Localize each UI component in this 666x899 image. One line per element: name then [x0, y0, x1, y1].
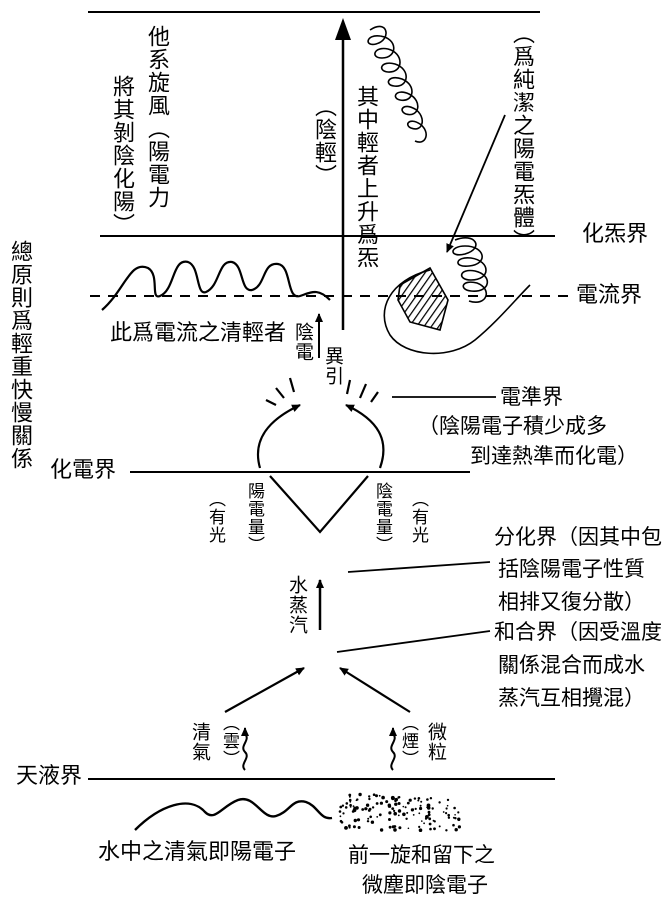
dianliu-jie-label: 電流界	[576, 283, 643, 308]
hehe-line1: 和合界（因受溫度	[494, 620, 662, 644]
hatched-mass	[397, 266, 449, 331]
bottom-wave	[134, 797, 333, 831]
bottom-right-line1: 前一旋和留下之	[348, 843, 495, 867]
hehe-line3: 蒸汽互相攪混）	[498, 686, 645, 710]
top-right-paren-note: （爲純潔之陽電炁體）	[509, 22, 534, 252]
yi-yin-label: 異引	[322, 346, 344, 386]
left-arc-arrow	[256, 404, 301, 469]
left-v-text: 陽電量）	[244, 482, 264, 554]
right-arc-arrow	[345, 404, 385, 469]
dianzhun-line1: （陰陽電子積少成多	[418, 414, 607, 438]
yun-label: （雲）	[219, 714, 239, 768]
current-wave	[101, 260, 331, 311]
hehe-pointer	[336, 630, 491, 653]
clear-light-label: 此爲電流之清輕者	[110, 321, 287, 346]
center-paren-note: （陰輕）	[311, 95, 336, 187]
bottom-left-note: 水中之清氣即陽電子	[98, 840, 297, 865]
top-left-note-col2: 將其剝陰化陽）	[109, 75, 134, 236]
yan-label: （煙）	[398, 714, 418, 768]
note-pointer-arrow	[446, 114, 506, 253]
right-v-paren: （有光	[408, 490, 428, 544]
weili-label: 微粒	[425, 722, 447, 762]
vapor-label: 水蒸汽	[286, 575, 308, 635]
huadian-jie-label: 化電界	[50, 458, 117, 483]
central-arrow-head	[335, 18, 351, 40]
hehe-line2: 關係混合而成水	[498, 653, 645, 677]
dianzhun-line2: 到達熱準而化電）	[470, 444, 638, 468]
fenhua-pointer	[347, 561, 491, 573]
dust-particles	[338, 792, 461, 832]
fenhua-line3: 相排又復分散）	[498, 590, 645, 614]
spiral-coil	[367, 25, 427, 143]
center-rising-note: 其中輕者上升爲炁	[353, 85, 378, 269]
radiation-marks	[265, 377, 379, 406]
bottom-right-line2: 微塵即陰電子	[362, 873, 488, 897]
qingqi-label: 清氣	[189, 722, 211, 762]
top-left-note-col1: 他系旋風（陽電力	[144, 25, 169, 209]
tianye-jie-label: 天液界	[16, 764, 83, 789]
left-v-paren: （有光	[205, 490, 225, 544]
fenhua-line2: 括陰陽電子性質	[498, 557, 645, 581]
left-converge-arrow	[224, 667, 305, 713]
v-shape	[269, 475, 369, 534]
right-converge-arrow	[339, 667, 411, 713]
yin-dian-label: 陰電	[292, 322, 314, 362]
left-squiggle	[241, 727, 249, 771]
right-v-text: 陰電量）	[372, 482, 392, 554]
huaqi-jie-label: 化炁界	[582, 222, 649, 247]
left-principle-note: 總原則爲輕重快慢關係	[7, 240, 32, 470]
dianzhun-title: 電準界	[500, 385, 563, 409]
right-squiggle	[389, 727, 397, 771]
fenhua-line1: 分化界（因其中包	[494, 525, 662, 549]
